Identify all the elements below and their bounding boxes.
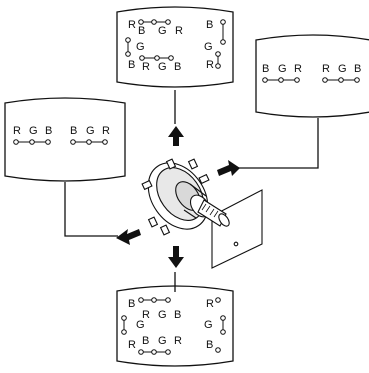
top-left-col-0: R (128, 19, 136, 31)
bottom-left-col-0: B (128, 298, 135, 310)
left-group-1-0: B (70, 125, 77, 137)
arrow-right-icon (217, 160, 240, 176)
bottom-top-row-2: B (174, 309, 181, 321)
bottom-bottom-row-0: B (142, 335, 149, 347)
top-row-0: B (138, 25, 145, 37)
arrow-down-icon (168, 246, 184, 268)
top-bottom-row-1: G (158, 61, 167, 73)
arrow-down-left-icon (116, 229, 141, 245)
yoke-device (141, 158, 263, 269)
top-bottom-row-2: B (174, 61, 181, 73)
bottom-bottom-row-1: G (158, 335, 167, 347)
panel-bottom: B G R R G B B G R R G B (116, 272, 234, 367)
panel-right: B G R R G B (236, 34, 369, 169)
top-right-col-0: B (206, 19, 213, 31)
bottom-bottom-row-2: R (174, 335, 182, 347)
bottom-left-col-2: R (128, 339, 136, 351)
arrow-up-icon (168, 126, 184, 146)
right-group-0-0: B (262, 63, 269, 75)
bottom-right-col-1: G (204, 319, 213, 331)
top-right-col-1: G (204, 41, 213, 53)
top-right-col-2: R (206, 59, 214, 71)
right-group-1-0: R (322, 63, 330, 75)
bottom-top-row-0: R (142, 309, 150, 321)
left-group-0-1: G (29, 125, 38, 137)
top-left-col-1: G (136, 41, 145, 53)
left-group-0-0: R (13, 125, 21, 137)
bottom-right-col-2: B (206, 339, 213, 351)
left-group-1-2: R (102, 125, 110, 137)
top-row-1: G (158, 25, 167, 37)
panel-top: R G B B G R R G B B G R (116, 6, 234, 124)
bottom-top-row-1: G (158, 309, 167, 321)
top-row-2: R (175, 25, 183, 37)
top-bottom-row-0: R (142, 61, 150, 73)
top-left-col-2: B (128, 59, 135, 71)
right-group-0-1: G (278, 63, 287, 75)
panel-left: R G B B G R (4, 97, 126, 237)
bottom-left-col-1: G (136, 319, 145, 331)
left-group-1-1: G (86, 125, 95, 137)
right-group-1-1: G (338, 63, 347, 75)
right-group-1-2: B (354, 63, 361, 75)
right-group-0-2: R (294, 63, 302, 75)
left-group-0-2: B (45, 125, 52, 137)
bottom-right-col-0: R (206, 298, 214, 310)
